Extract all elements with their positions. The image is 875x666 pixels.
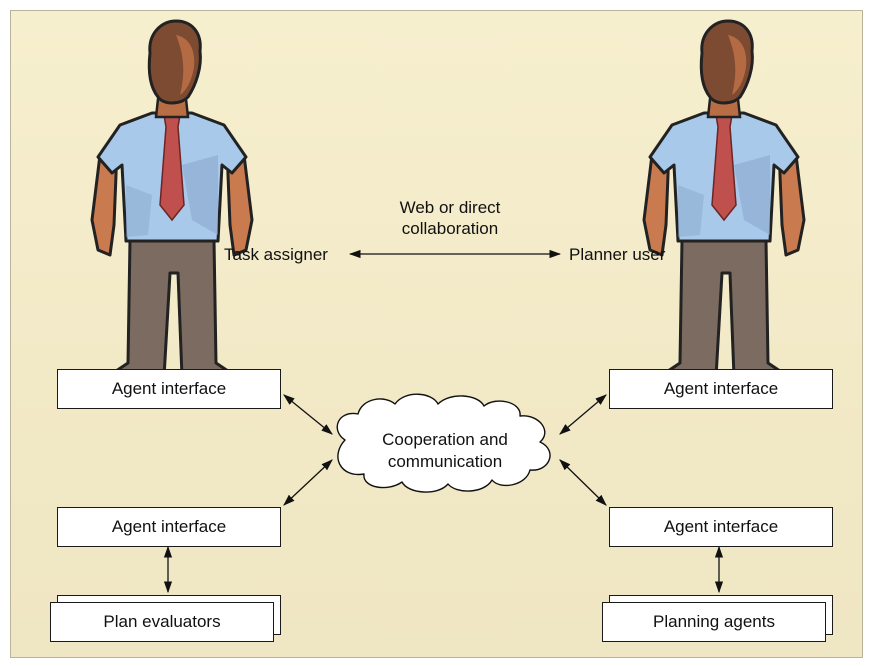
collab-label-line2: collaboration: [401, 219, 499, 238]
cloud-label-line1: Cooperation and: [382, 430, 508, 449]
planning-agents-box: Planning agents: [602, 602, 826, 642]
collab-label-line1: Web or direct: [399, 198, 501, 217]
arrow-top-left: [283, 394, 333, 435]
cloud-label-line2: communication: [387, 452, 503, 471]
arrow-top-right: [559, 394, 607, 435]
planner-user-label: Planner user: [569, 245, 666, 264]
task-assigner-label: Task assigner: [224, 245, 328, 264]
agent-interface-box-mid-right: Agent interface: [609, 507, 833, 547]
agent-interface-box-top-right: Agent interface: [609, 369, 833, 409]
agent-interface-box-top-left: Agent interface: [57, 369, 281, 409]
arrow-mid-right: [559, 459, 607, 506]
agent-interface-box-mid-left: Agent interface: [57, 507, 281, 547]
arrow-mid-left: [283, 459, 333, 506]
plan-evaluators-box: Plan evaluators: [50, 602, 274, 642]
cloud-shape: [336, 393, 551, 493]
